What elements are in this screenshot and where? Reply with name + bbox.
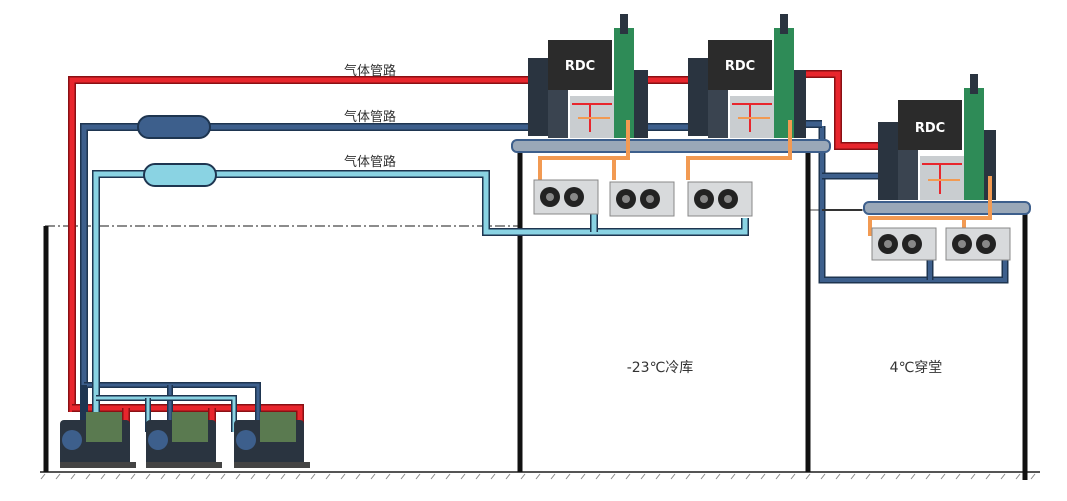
rdc-unit-3: RDC — [878, 74, 996, 200]
rdc-label-3: RDC — [915, 121, 945, 136]
roof-header-left — [511, 139, 831, 153]
evaporator-4 — [871, 227, 937, 261]
compressor-unit-2 — [146, 412, 222, 468]
room-label-freezer: -23℃冷库 — [627, 360, 694, 376]
pipe-label-bottom: 气体管路 — [344, 154, 396, 170]
evaporator-1 — [533, 179, 599, 215]
evaporator-2 — [609, 181, 675, 217]
dark-blue-loop-right — [818, 126, 1009, 284]
compressor-unit-1 — [60, 412, 136, 468]
rdc-label-1: RDC — [565, 59, 595, 74]
orange-pipes-left — [538, 120, 792, 180]
rdc-unit-2: RDC — [688, 14, 806, 138]
liquid-receiver-light — [143, 163, 217, 187]
pipe-label-middle: 气体管路 — [344, 109, 396, 125]
liquid-receiver-dark — [137, 115, 211, 139]
evaporator-5 — [945, 227, 1011, 261]
light-blue-pipe — [92, 170, 749, 432]
room-label-corridor: 4℃穿堂 — [890, 360, 943, 376]
evaporator-3 — [687, 181, 753, 217]
roof-header-right — [863, 201, 1031, 215]
ground — [40, 471, 1040, 480]
pipe-label-top: 气体管路 — [344, 63, 396, 79]
compressor-unit-3 — [234, 412, 310, 468]
rdc-label-2: RDC — [725, 59, 755, 74]
rdc-unit-1: RDC — [528, 14, 648, 138]
building-walls — [43, 150, 1028, 480]
